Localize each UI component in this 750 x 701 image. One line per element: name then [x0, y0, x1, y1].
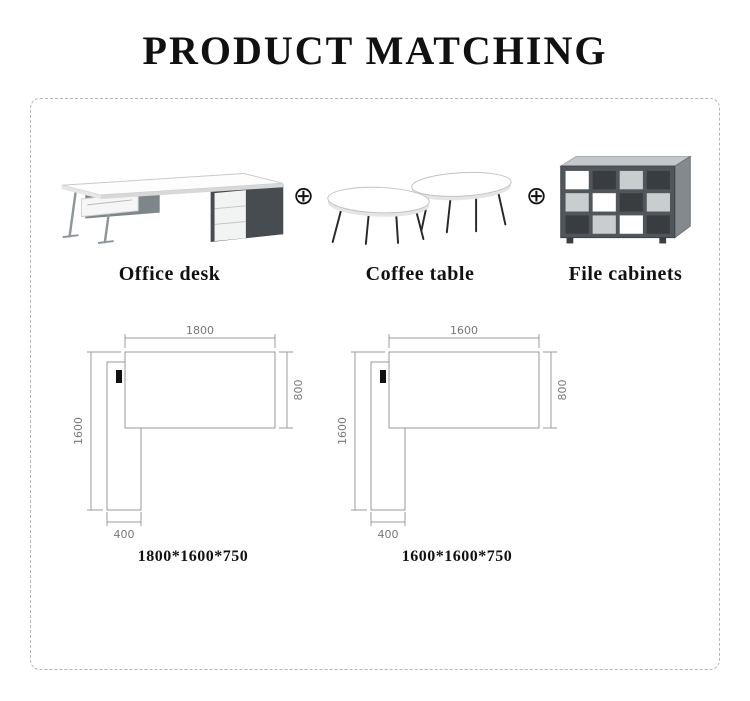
content-panel: Office desk ⊕ — [30, 98, 720, 670]
coffee-table-image — [320, 141, 520, 249]
desk-top-outline — [124, 351, 276, 429]
grommet-mark — [380, 370, 386, 383]
cabinet-top — [559, 155, 692, 167]
coffee-table-top-left — [327, 186, 430, 214]
dim-bottom-label: 400 — [114, 528, 135, 541]
coffee-table-legs-left — [331, 207, 425, 245]
grommet-mark — [116, 370, 122, 383]
coffee-table-top-right — [411, 171, 512, 197]
desk-top — [61, 173, 284, 196]
coffee-table-illustration — [327, 171, 512, 245]
dim-bottom-label: 400 — [378, 528, 399, 541]
product-label-file-cabinets: File cabinets — [568, 263, 683, 285]
dim-right-label: 800 — [556, 380, 569, 401]
dim-top-label: 1800 — [186, 324, 214, 337]
dimension-diagram-1: 1800 800 1600 400 1800*1600*750 — [73, 324, 313, 566]
product-coffee-table: Coffee table — [320, 141, 520, 286]
office-desk-image — [52, 141, 287, 249]
office-desk-illustration — [61, 173, 284, 244]
plus-icon: ⊕ — [293, 181, 314, 210]
dim-left-label: 1600 — [337, 417, 349, 445]
diagram-caption-1: 1800*1600*750 — [137, 548, 249, 565]
product-label-office-desk: Office desk — [118, 263, 221, 285]
desk-dimension-drawing-2: 1600 800 1600 400 — [337, 324, 569, 541]
desk-top-outline — [388, 351, 540, 429]
cabinet-side — [674, 155, 691, 239]
dim-top-label: 1600 — [450, 324, 478, 337]
file-cabinets-image — [553, 141, 698, 249]
file-cabinets-illustration — [559, 155, 692, 244]
desk-cabinet-shelves — [214, 190, 246, 242]
dimension-diagram-2: 1600 800 1600 400 1600*1600*750 — [337, 324, 577, 566]
dim-right-label: 800 — [292, 380, 305, 401]
cabinet-compartments — [565, 170, 670, 234]
plus-icon: ⊕ — [526, 181, 547, 210]
products-row: Office desk ⊕ — [45, 141, 705, 286]
diagram-caption-2: 1600*1600*750 — [401, 548, 513, 565]
page-title: PRODUCT MATCHING — [142, 28, 608, 73]
desk-dimension-drawing-1: 1800 800 1600 400 — [73, 324, 305, 541]
diagrams-row: 1800 800 1600 400 1800*1600*750 — [45, 324, 705, 566]
product-label-coffee-table: Coffee table — [365, 263, 475, 285]
product-office-desk: Office desk — [52, 141, 287, 286]
dim-left-label: 1600 — [73, 417, 85, 445]
product-file-cabinets: File cabinets — [553, 141, 698, 286]
